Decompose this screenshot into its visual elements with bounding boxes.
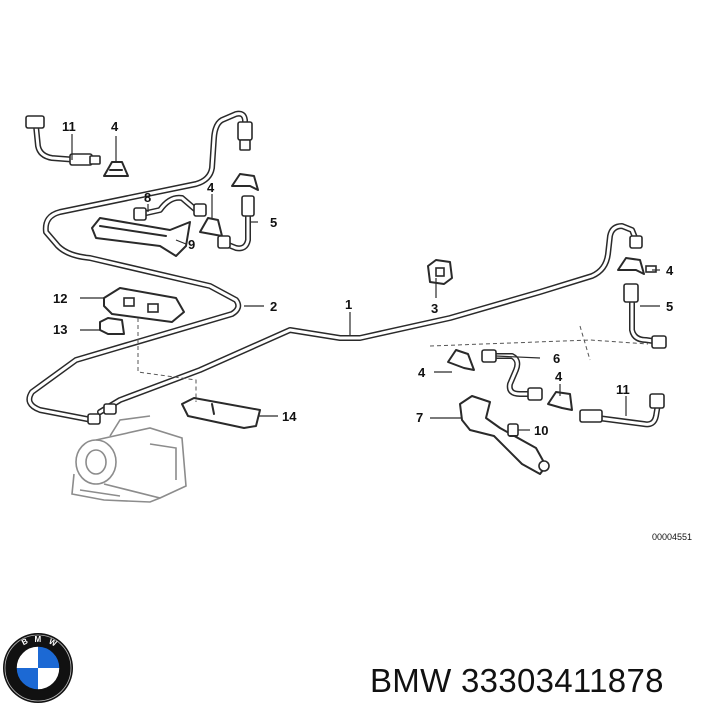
callout-2: 2 bbox=[270, 299, 277, 314]
callout-10: 10 bbox=[534, 423, 548, 438]
callout-leaders bbox=[71, 134, 660, 431]
bracket-clip-4-top bbox=[103, 161, 129, 177]
callout-12: 12 bbox=[53, 291, 67, 306]
callout-7: 7 bbox=[416, 410, 423, 425]
brake-hose-5-left bbox=[217, 195, 255, 252]
valve-block-12 bbox=[103, 287, 185, 323]
svg-text:M: M bbox=[35, 635, 42, 644]
bolt-10 bbox=[507, 423, 519, 437]
pipe-fitting-right-top bbox=[629, 235, 643, 249]
bracket-9 bbox=[91, 217, 191, 257]
diagram-reference-number: 00004551 bbox=[652, 532, 692, 542]
callout-9: 9 bbox=[188, 237, 195, 252]
assembly-dashed-lines bbox=[137, 318, 649, 402]
grommet-13 bbox=[99, 317, 125, 335]
callout-3: 3 bbox=[431, 301, 438, 316]
bracket-7 bbox=[459, 395, 550, 475]
callout-4-mid: 4 bbox=[207, 180, 215, 195]
callout-1: 1 bbox=[345, 297, 352, 312]
callout-5-left: 5 bbox=[270, 215, 277, 230]
callout-4-top: 4 bbox=[111, 119, 119, 134]
clip-3 bbox=[427, 259, 453, 285]
svg-text:W: W bbox=[47, 637, 58, 649]
bracket-clip-4-upper bbox=[231, 173, 259, 191]
brake-hose-rear-right bbox=[579, 393, 665, 428]
bmw-logo: B M W bbox=[3, 633, 73, 703]
callout-6: 6 bbox=[553, 351, 560, 366]
bracket-14 bbox=[181, 397, 261, 429]
callout-11-rear: 11 bbox=[616, 382, 630, 397]
brake-pipe-6 bbox=[447, 349, 543, 401]
brake-hose-front-left bbox=[25, 115, 101, 166]
callout-8: 8 bbox=[144, 190, 151, 205]
brake-hose-8 bbox=[133, 194, 207, 221]
bracket-clip-4-lower bbox=[547, 391, 573, 411]
callout-5-right: 5 bbox=[666, 299, 673, 314]
callout-13: 13 bbox=[53, 322, 67, 337]
bracket-clip-4-mid bbox=[199, 217, 223, 237]
abs-hydraulic-unit bbox=[71, 403, 187, 503]
callout-11-front: 11 bbox=[62, 119, 76, 134]
brand-part-number: BMW 33303411878 bbox=[370, 662, 664, 699]
callout-14: 14 bbox=[282, 409, 297, 424]
svg-text:B: B bbox=[20, 636, 30, 647]
brake-hose-5-right bbox=[623, 283, 667, 349]
main-brake-pipe bbox=[26, 110, 639, 423]
callout-4-rear: 4 bbox=[555, 369, 563, 384]
bracket-clip-4-right bbox=[617, 257, 657, 275]
pipe-fitting-top bbox=[237, 121, 253, 151]
callout-4-rear-left: 4 bbox=[418, 365, 426, 380]
callout-4-right: 4 bbox=[666, 263, 674, 278]
callout-labels: 11 4 8 4 9 5 3 4 5 12 2 1 13 6 4 4 14 7 … bbox=[53, 119, 674, 438]
